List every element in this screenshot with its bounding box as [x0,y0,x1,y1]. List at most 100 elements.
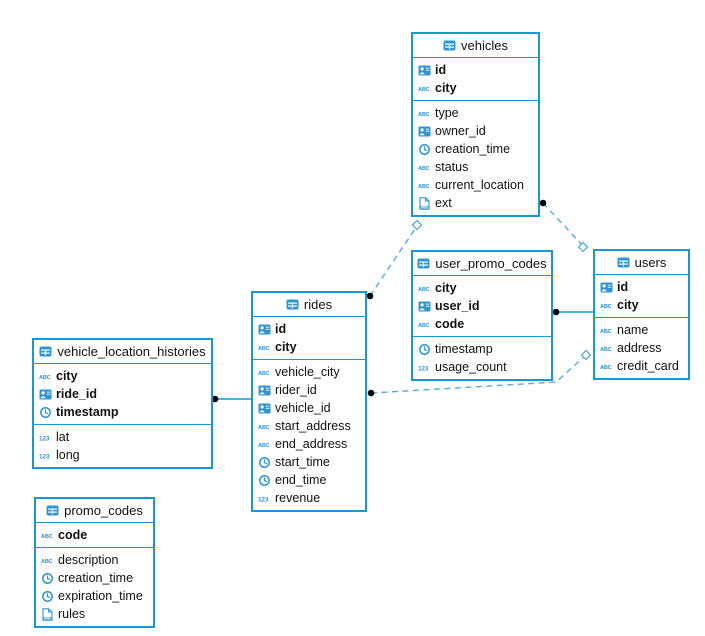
relation-vehicles-to-users[interactable] [542,202,584,247]
clock-icon [418,143,431,156]
table-header-rides[interactable]: rides [253,293,365,317]
field-name: name [617,322,649,337]
field-owner_id[interactable]: owner_id [413,122,538,140]
field-creation_time[interactable]: creation_time [36,569,153,587]
field-name: id [435,62,447,77]
svg-text:ABC: ABC [600,303,612,309]
svg-text:ABC: ABC [39,374,51,380]
field-rules[interactable]: JSON rules [36,605,153,623]
field-city[interactable]: ABC city [413,79,538,97]
field-id[interactable]: id [595,278,688,296]
field-rider_id[interactable]: rider_id [253,381,365,399]
svg-text:JSON: JSON [419,204,430,209]
field-end_time[interactable]: end_time [253,471,365,489]
text-type-icon: ABC [41,554,54,567]
clock-icon [258,456,271,469]
clock-icon [258,474,271,487]
field-start_time[interactable]: start_time [253,453,365,471]
field-name: lat [56,429,70,444]
clock-icon [418,343,431,356]
svg-text:123: 123 [258,496,269,503]
field-expiration_time[interactable]: expiration_time [36,587,153,605]
svg-text:ABC: ABC [418,286,430,292]
field-code[interactable]: ABC code [413,315,551,333]
field-city[interactable]: ABC city [413,279,551,297]
field-current_location[interactable]: ABC current_location [413,176,538,194]
field-name: city [435,80,457,95]
text-type-icon: ABC [418,161,431,174]
json-type-icon: JSON [41,607,54,621]
svg-text:ABC: ABC [258,424,270,430]
field-name: city [435,280,457,295]
field-vehicle_id[interactable]: vehicle_id [253,399,365,417]
field-ride_id[interactable]: ride_id [34,385,211,403]
field-name: code [435,316,465,331]
table-icon [286,298,299,311]
field-name: creation_time [435,141,511,156]
text-type-icon: ABC [418,318,431,331]
field-usage_count[interactable]: 123 usage_count [413,358,551,376]
field-id[interactable]: id [253,320,365,338]
field-name: current_location [435,177,524,192]
table-header-users[interactable]: users [595,251,688,275]
relation-dot-marker [539,199,547,207]
field-name: end_time [275,472,327,487]
text-type-icon: ABC [418,179,431,192]
table-header-promo_codes[interactable]: promo_codes [36,499,153,523]
number-type-icon: 123 [418,361,431,374]
field-name: usage_count [435,359,507,374]
svg-text:ABC: ABC [418,86,430,92]
field-creation_time[interactable]: creation_time [413,140,538,158]
table-icon [39,345,52,358]
table-header-vehicle_location_histories[interactable]: vehicle_location_histories [34,340,211,364]
svg-text:ABC: ABC [418,322,430,328]
field-name: rider_id [275,382,317,397]
text-type-icon: ABC [258,341,271,354]
table-icon [617,256,630,269]
relation-rides-to-vehicles[interactable] [369,225,418,297]
field-city[interactable]: ABC city [34,367,211,385]
table-header-user_promo_codes[interactable]: user_promo_codes [413,252,551,276]
field-name: city [56,368,78,383]
field-timestamp[interactable]: timestamp [413,340,551,358]
id-badge-icon [258,402,271,415]
text-type-icon: ABC [418,107,431,120]
field-id[interactable]: id [413,61,538,79]
field-timestamp[interactable]: timestamp [34,403,211,421]
id-badge-icon [258,323,271,336]
table-name: vehicle_location_histories [57,344,206,359]
field-name: rules [58,606,86,621]
table-header-vehicles[interactable]: vehicles [413,34,538,58]
field-name: credit_card [617,358,679,373]
field-user_id[interactable]: user_id [413,297,551,315]
svg-text:ABC: ABC [41,533,53,539]
text-type-icon: ABC [600,299,613,312]
relation-dot-marker [552,308,560,316]
